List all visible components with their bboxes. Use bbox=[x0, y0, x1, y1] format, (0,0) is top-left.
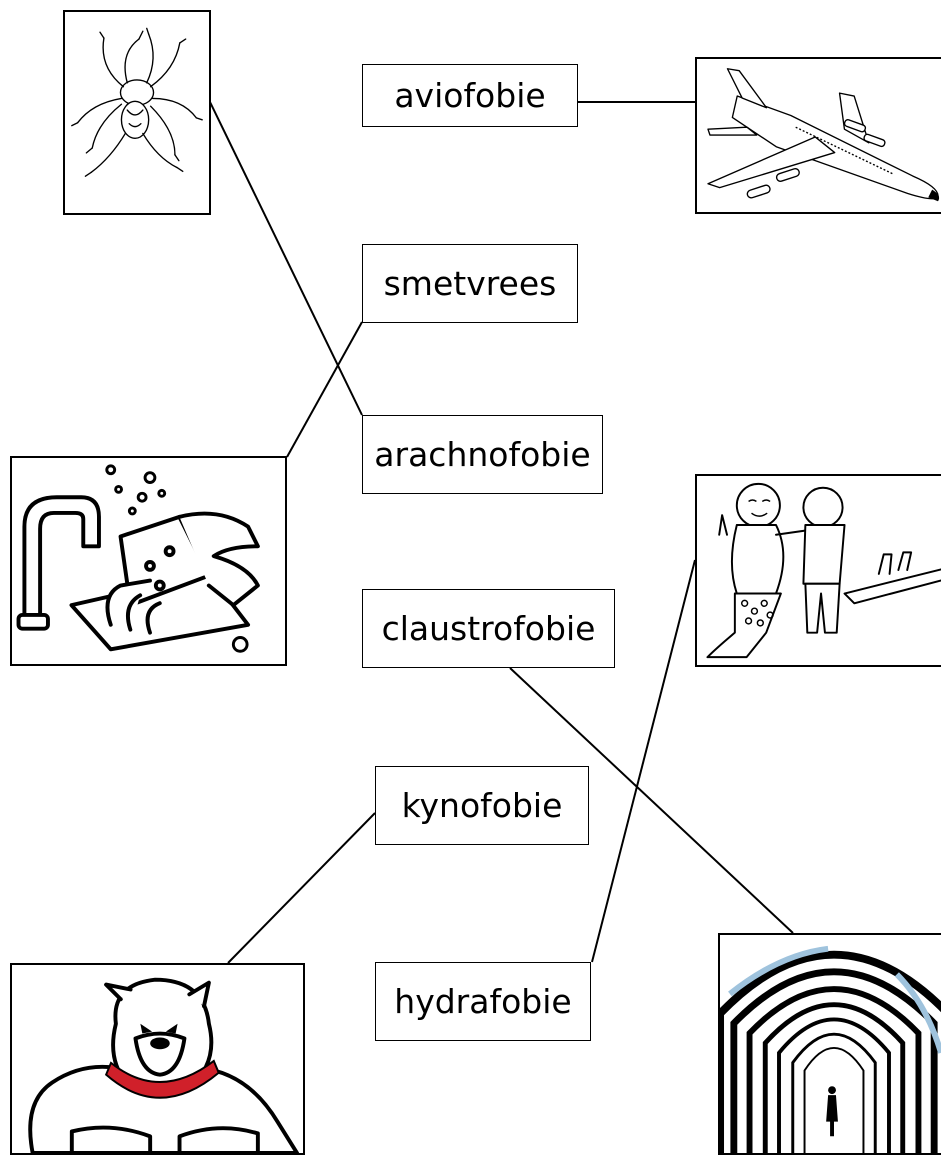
word-smetvrees[interactable]: smetvrees bbox=[362, 244, 578, 323]
spider-picture[interactable] bbox=[63, 10, 211, 215]
bulldog-icon bbox=[28, 977, 299, 1153]
airplane-icon bbox=[707, 68, 940, 202]
word-kynofobie[interactable]: kynofobie bbox=[375, 766, 589, 845]
airplane-picture[interactable] bbox=[695, 57, 941, 214]
word-aviofobie[interactable]: aviofobie bbox=[362, 64, 578, 127]
handwashing-picture[interactable] bbox=[10, 456, 287, 666]
bulldog-picture[interactable] bbox=[10, 963, 305, 1155]
swimming-picture[interactable] bbox=[695, 474, 941, 667]
tunnel-icon bbox=[720, 945, 941, 1153]
line-smetvrees-handwashing bbox=[286, 321, 363, 458]
word-hydrafobie[interactable]: hydrafobie bbox=[375, 962, 591, 1041]
spider-icon bbox=[71, 27, 203, 177]
line-kynofobie-bulldog bbox=[227, 812, 376, 964]
tunnel-picture[interactable] bbox=[718, 933, 941, 1155]
word-claustrofobie[interactable]: claustrofobie bbox=[362, 589, 615, 668]
swimming-icon bbox=[706, 482, 941, 659]
line-spider-arachnofobie bbox=[209, 101, 363, 416]
word-arachnofobie[interactable]: arachnofobie bbox=[362, 415, 603, 494]
line-hydrafobie-swimming bbox=[591, 559, 696, 963]
handwashing-icon bbox=[16, 464, 260, 653]
line-claustrofobie-tunnel bbox=[509, 667, 794, 934]
